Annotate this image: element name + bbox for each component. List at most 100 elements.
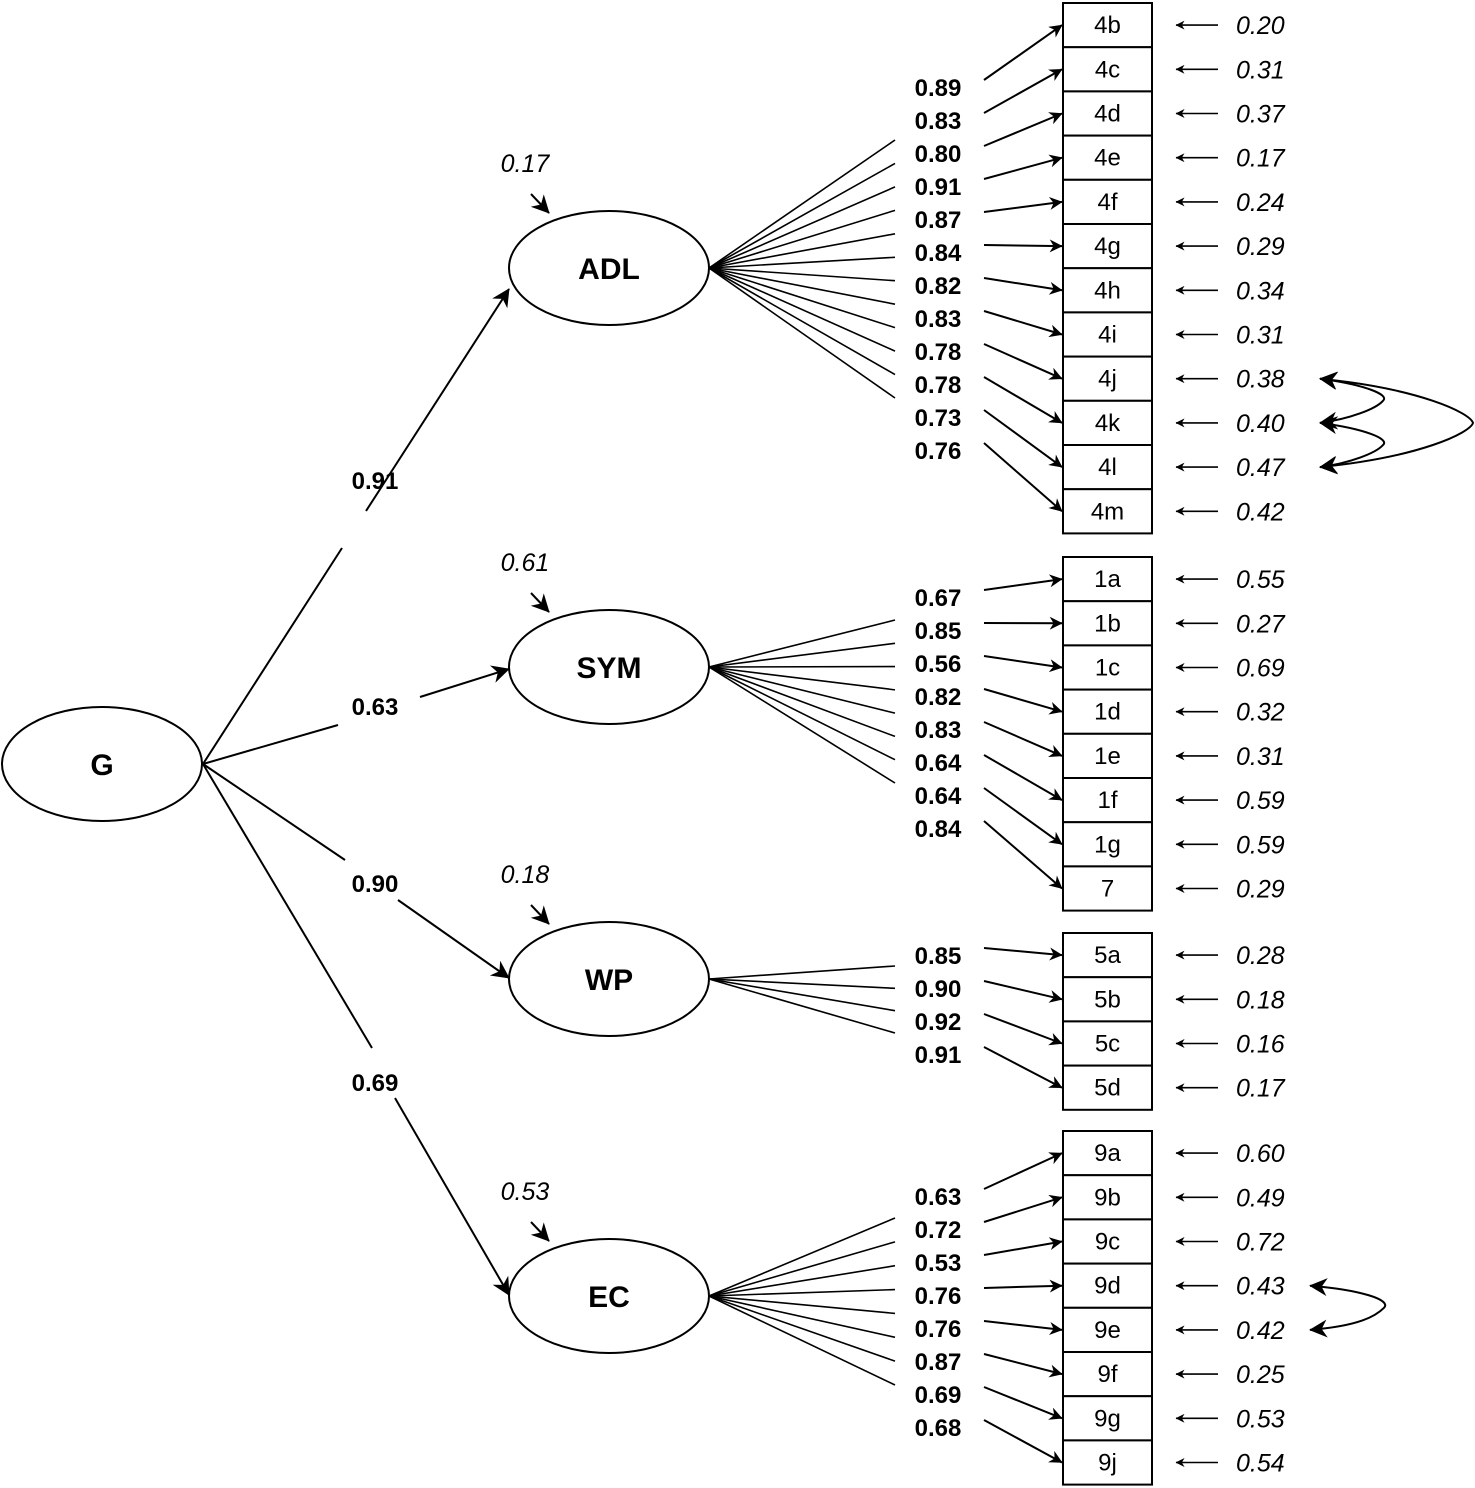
item-box-sym-1f	[1062, 777, 1153, 824]
item-label-sym-1e: 1e	[1094, 743, 1121, 770]
loading-ray-wp-5b	[708, 978, 896, 990]
loading-value-ec-9g: 0.69	[915, 1382, 962, 1409]
item-label-sym-1g: 1g	[1094, 831, 1121, 858]
g-path-segment-ec	[202, 763, 373, 1049]
item-box-ec-9b	[1062, 1174, 1153, 1221]
item-label-adl-4f: 4f	[1097, 189, 1117, 216]
loading-arrow-adl-4h	[983, 277, 1063, 295]
loading-value-adl-4d: 0.80	[915, 141, 962, 168]
loading-arrow-sym-1a	[983, 574, 1063, 591]
g-path-arrow-sym	[419, 665, 510, 698]
item-box-wp-5d	[1062, 1064, 1153, 1111]
item-box-adl-4k	[1062, 399, 1153, 446]
correlated-error-curve-lower	[1319, 416, 1386, 474]
item-box-adl-4g	[1062, 223, 1153, 270]
item-box-sym-1e	[1062, 732, 1153, 779]
item-label-adl-4e: 4e	[1094, 145, 1121, 172]
loading-ray-wp-5a	[708, 965, 896, 980]
item-box-ec-9f	[1062, 1351, 1153, 1398]
item-label-ec-9b: 9b	[1094, 1184, 1121, 1211]
loading-value-sym-1b: 0.85	[915, 618, 962, 645]
item-box-sym-1d	[1062, 688, 1153, 735]
loading-arrow-adl-4b	[983, 24, 1063, 81]
item-box-ec-9d	[1062, 1262, 1153, 1309]
error-value-sym-1g: 0.59	[1236, 831, 1285, 859]
loading-arrow-sym-1e	[983, 721, 1063, 757]
loading-arrow-sym-1g	[983, 787, 1063, 846]
loading-value-adl-4g: 0.84	[915, 240, 962, 267]
error-value-wp-5a: 0.28	[1236, 942, 1285, 970]
loading-value-adl-4m: 0.76	[915, 438, 962, 465]
residual-arrow-sym	[530, 592, 550, 613]
loading-ray-adl-4c	[708, 162, 896, 269]
item-label-adl-4i: 4i	[1098, 322, 1117, 349]
loading-value-ec-9b: 0.72	[915, 1217, 962, 1244]
item-box-sym-1b	[1062, 600, 1153, 647]
g-loading-sym: 0.63	[352, 694, 399, 721]
loading-arrow-wp-5a	[983, 947, 1063, 961]
loading-ray-wp-5d	[708, 978, 896, 1034]
error-value-adl-4g: 0.29	[1236, 233, 1285, 261]
loading-ray-ec-9c	[708, 1264, 896, 1297]
loading-value-adl-4k: 0.78	[915, 372, 962, 399]
loading-value-adl-4f: 0.87	[915, 207, 962, 234]
factor-ellipse-wp	[508, 921, 710, 1037]
residual-value-ec: 0.53	[501, 1178, 550, 1206]
item-label-ec-9c: 9c	[1095, 1229, 1120, 1256]
residual-arrow-ec	[530, 1221, 550, 1242]
error-value-adl-4i: 0.31	[1236, 322, 1285, 350]
correlated-error-curve-ec	[1309, 1278, 1387, 1338]
item-box-ec-9e	[1062, 1306, 1153, 1354]
item-label-wp-5d: 5d	[1094, 1075, 1121, 1102]
general-factor-ellipse	[1, 706, 203, 822]
factor-label-ec: EC	[588, 1281, 630, 1314]
item-box-ec-9j	[1062, 1439, 1153, 1486]
error-value-wp-5d: 0.17	[1236, 1075, 1286, 1103]
item-label-ec-9e: 9e	[1094, 1317, 1121, 1344]
loading-value-wp-5b: 0.90	[915, 976, 962, 1003]
g-path-arrow-wp	[397, 899, 510, 979]
loading-value-sym-1a: 0.67	[915, 585, 962, 612]
loading-ray-adl-4b	[708, 139, 896, 269]
loading-value-adl-4b: 0.89	[915, 75, 962, 102]
error-value-sym-1a: 0.55	[1236, 566, 1285, 594]
item-label-sym-1a: 1a	[1094, 566, 1121, 593]
item-label-sym-7: 7	[1101, 876, 1114, 903]
loading-arrow-ec-9f	[983, 1353, 1063, 1378]
g-path-segment-sym	[202, 724, 339, 765]
g-loading-ec: 0.69	[352, 1070, 399, 1097]
item-label-adl-4m: 4m	[1091, 498, 1124, 525]
loading-value-adl-4l: 0.73	[915, 405, 962, 432]
loading-value-adl-4j: 0.78	[915, 339, 962, 366]
item-box-wp-5b	[1062, 976, 1153, 1023]
loading-arrow-ec-9d	[983, 1279, 1063, 1293]
loading-ray-adl-4f	[708, 233, 896, 269]
loading-value-sym-1c: 0.56	[915, 651, 962, 678]
loading-arrow-adl-4m	[983, 442, 1063, 513]
loading-value-wp-5d: 0.91	[915, 1042, 962, 1069]
residual-arrow-wp	[530, 904, 550, 925]
loading-ray-sym-1g	[708, 666, 896, 761]
loading-ray-ec-9e	[708, 1295, 896, 1315]
item-label-sym-1f: 1f	[1097, 787, 1117, 814]
general-factor-label: G	[90, 749, 113, 782]
loading-arrow-ec-9b	[983, 1194, 1063, 1223]
factor-label-adl: ADL	[578, 253, 640, 286]
loading-value-wp-5c: 0.92	[915, 1009, 962, 1036]
loading-arrow-ec-9e	[983, 1320, 1063, 1335]
loading-ray-adl-4h	[708, 267, 896, 282]
residual-value-adl: 0.17	[501, 150, 551, 178]
error-value-ec-9j: 0.54	[1236, 1450, 1285, 1478]
loading-ray-sym-1a	[708, 619, 896, 668]
loading-ray-adl-4d	[708, 186, 896, 269]
loading-arrow-sym-1d	[983, 688, 1063, 715]
item-box-sym-7	[1062, 865, 1153, 912]
item-box-ec-9c	[1062, 1218, 1153, 1265]
error-value-adl-4l: 0.47	[1236, 454, 1286, 482]
item-box-sym-1g	[1062, 821, 1153, 868]
g-path-arrow-adl	[365, 288, 510, 512]
item-label-adl-4l: 4l	[1098, 454, 1117, 481]
g-path-segment-adl	[202, 547, 343, 765]
correlated-error-curve-outer	[1319, 371, 1475, 475]
loading-ray-ec-9g	[708, 1295, 896, 1362]
